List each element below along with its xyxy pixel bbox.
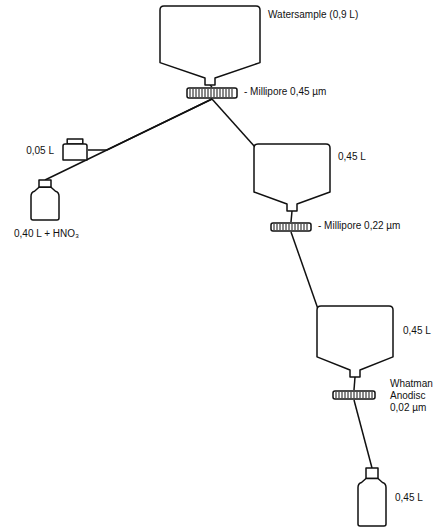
filter-rib: [190, 89, 191, 97]
tube-line: [291, 211, 292, 222]
filter-rib: [280, 224, 281, 230]
funnel-outline: [252, 143, 332, 211]
filter-rib: [232, 89, 233, 97]
filter-rib: [304, 224, 305, 230]
bottle-part: [39, 180, 51, 187]
filter-rib: [295, 224, 296, 230]
funnel-part: [254, 144, 330, 211]
final-bottle: 0,45 L: [357, 468, 387, 526]
filter-rib: [196, 89, 197, 97]
filter-disc: - Millipore 0,22 µm: [270, 222, 312, 232]
filter-rib: [345, 392, 346, 398]
funnel-outline: [158, 5, 262, 85]
volume-label: 0,40 L + HNO₃: [14, 228, 79, 240]
filter-rib: [226, 89, 227, 97]
volume-label: 0,45 L: [395, 492, 423, 504]
filter-rib: [298, 224, 299, 230]
tube-line: [354, 377, 355, 390]
filter-outline: [332, 390, 376, 400]
filter-rib: [214, 89, 215, 97]
filter-rib: [274, 224, 275, 230]
tube-line: [212, 99, 255, 147]
bottle-outline: [357, 468, 387, 526]
filter-rib: [202, 89, 203, 97]
filter-part: [333, 391, 375, 399]
filter-rib: [348, 392, 349, 398]
filter-disc: - Millipore 0,45 µm: [186, 87, 238, 99]
filter-outline: [186, 87, 238, 99]
funnel-part: [317, 306, 393, 377]
filter-rib: [223, 89, 224, 97]
bottle-part: [366, 468, 378, 478]
filter-rib: [363, 392, 364, 398]
filter-rib: [193, 89, 194, 97]
tube-line: [88, 99, 212, 150]
filter-rib: [360, 392, 361, 398]
filter-rib: [351, 392, 352, 398]
tube-line: [354, 400, 372, 468]
funnel-part: [160, 6, 260, 85]
bottle-part: [358, 478, 386, 526]
filter-rib: [208, 89, 209, 97]
filtrate-funnel: 0,45 L: [252, 143, 332, 211]
tube-line: [291, 232, 318, 309]
filter-rib: [339, 392, 340, 398]
filter-label: - Millipore 0,45 µm: [244, 86, 326, 98]
filter-label: Whatman Anodisc 0,02 µm: [390, 378, 438, 414]
sample-funnel: Watersample (0,9 L): [158, 5, 262, 85]
filter-outline: [270, 222, 312, 232]
filter-rib: [342, 392, 343, 398]
volume-label: 0,45 L: [403, 325, 431, 337]
sample-bottle: 0,40 L + HNO₃: [30, 180, 60, 220]
filter-rib: [292, 224, 293, 230]
filter-rib: [211, 89, 212, 97]
filter-rib: [283, 224, 284, 230]
filter-rib: [289, 224, 290, 230]
filter-rib: [286, 224, 287, 230]
filter-rib: [307, 224, 308, 230]
jar-outline: [62, 139, 88, 161]
filtrate-funnel: 0,45 L: [315, 305, 395, 377]
filter-part: [187, 88, 237, 98]
volume-label: 0,05 L: [26, 145, 54, 157]
filter-rib: [229, 89, 230, 97]
volume-label: 0,45 L: [338, 151, 366, 163]
filter-rib: [301, 224, 302, 230]
filter-rib: [220, 89, 221, 97]
filter-rib: [336, 392, 337, 398]
filter-rib: [372, 392, 373, 398]
filter-label: - Millipore 0,22 µm: [318, 220, 400, 232]
bottle-part: [31, 187, 59, 220]
jar-part: [63, 144, 87, 160]
filter-rib: [277, 224, 278, 230]
filter-rib: [369, 392, 370, 398]
bottle-outline: [30, 180, 60, 220]
filter-disc: Whatman Anodisc 0,02 µm: [332, 390, 376, 400]
funnel-outline: [315, 305, 395, 377]
filter-rib: [354, 392, 355, 398]
filter-rib: [366, 392, 367, 398]
filter-rib: [357, 392, 358, 398]
filter-rib: [199, 89, 200, 97]
sample-label: Watersample (0,9 L): [268, 9, 358, 21]
filter-rib: [217, 89, 218, 97]
sample-jar: 0,05 L: [62, 139, 88, 161]
filter-part: [271, 223, 311, 231]
tube-line: [45, 99, 212, 180]
filter-rib: [205, 89, 206, 97]
